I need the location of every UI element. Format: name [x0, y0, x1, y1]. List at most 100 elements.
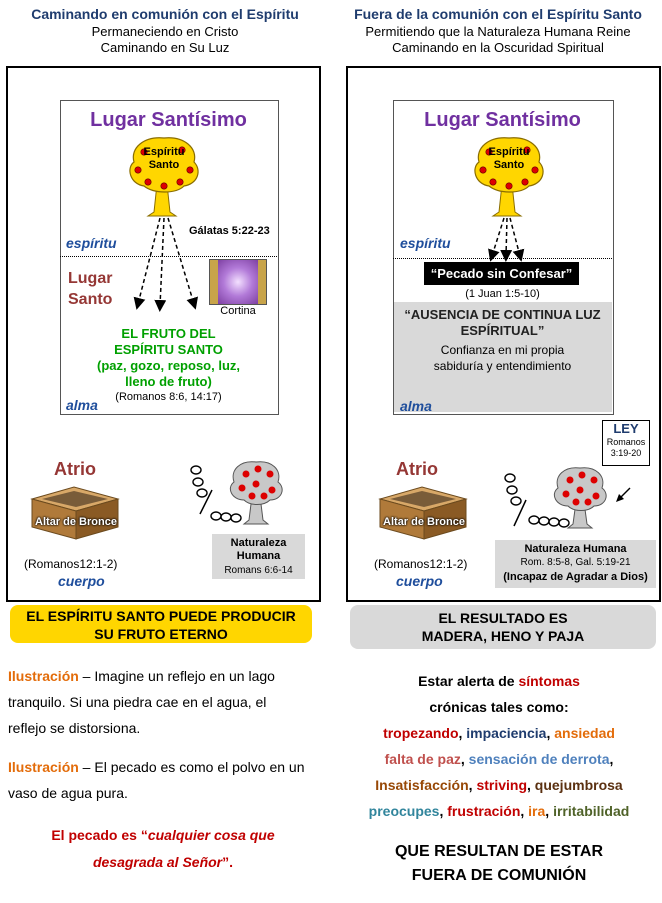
sin-definition: El pecado es “cualquier cosa que desagra… [0, 822, 326, 876]
left-header-line1: Permaneciendo en Cristo [91, 24, 239, 39]
right-espiritu-divider [393, 258, 612, 259]
absence-line1: “AUSENCIA DE CONTINUA LUZ [404, 307, 601, 322]
right-banner-line1: EL RESULTADO ES [438, 610, 568, 626]
symptom-irritabilidad: irritabilidad [553, 803, 630, 819]
left-romanos-fruit: (Romanos 8:6, 14:17) [115, 391, 222, 403]
curtain-image [209, 259, 267, 305]
right-juan-ref: (1 Juan 1:5-10) [465, 288, 540, 300]
final-statement: QUE RESULTAN DE ESTAR FUERA DE COMUNIÓN [336, 840, 662, 888]
symptom-falta-de-paz: falta de paz [384, 751, 461, 767]
left-nature-label-2: Humana [236, 550, 281, 562]
left-header-line2: Caminando en Su Luz [100, 40, 230, 55]
fruit-title-1: EL FRUTO DEL [121, 326, 216, 341]
left-cuerpo-label: cuerpo [58, 573, 105, 589]
symptom-impaciencia: impaciencia [466, 725, 547, 741]
left-holy-label-1: Lugar [68, 270, 113, 287]
fruit-list-2: lleno de fruto) [125, 374, 212, 389]
right-blocked-arrows [488, 217, 525, 262]
final-line1: QUE RESULTAN DE ESTAR [394, 843, 603, 860]
symptom-striving: striving [476, 777, 528, 793]
law-box: LEY Romanos 3:19-20 [602, 420, 650, 466]
illustration-reflection: Ilustración – Imagine un reflejo en un l… [8, 663, 308, 741]
left-romanos12: (Romanos12:1-2) [24, 557, 118, 571]
symptoms-block: Estar alerta de síntomas crónicas tales … [336, 668, 662, 824]
symptom-preocupes: preocupes [368, 803, 440, 819]
left-altar-icon [30, 486, 120, 540]
left-banner-line1: EL ESPÍRITU SANTO PUEDE PRODUCIR [26, 608, 296, 624]
right-header-line1: Permitiendo que la Naturaleza Humana Rei… [365, 24, 631, 39]
self-confidence: Confianza en mi propia sabiduría y enten… [393, 342, 612, 374]
right-result-banner: EL RESULTADO ES MADERA, HENO Y PAJA [350, 605, 656, 649]
law-ref-1: Romanos [606, 437, 646, 447]
right-romanos12: (Romanos12:1-2) [374, 557, 468, 571]
right-nature-ref: Rom. 8:5-8, Gal. 5:19-21 [520, 557, 631, 568]
absence-of-light: “AUSENCIA DE CONTINUA LUZ ESPÍRITUAL” [393, 307, 612, 339]
left-tree-label-2: Santo [148, 159, 180, 171]
left-tree-label-1: Espíritu [143, 146, 185, 158]
left-espiritu-label: espíritu [66, 235, 117, 251]
right-tree-label-2: Santo [493, 159, 525, 171]
right-altar-icon [378, 486, 468, 540]
left-atrio-label: Atrio [54, 459, 96, 479]
right-header-line2: Caminando en la Oscuridad Spiritual [392, 40, 604, 55]
symptom-frustracion: frustración [447, 803, 521, 819]
sin-line1-b: cualquier cosa que [147, 827, 275, 843]
symptom-tropezando: tropezando [383, 725, 459, 741]
right-nature-title: Naturaleza Humana [524, 543, 627, 555]
law-title: LEY [613, 421, 639, 436]
sin-line2-a: desagrada al Señor [92, 854, 223, 870]
unconfessed-sin-box: “Pecado sin Confesar” [424, 262, 579, 285]
left-altar-label: Altar de Bronce [35, 516, 117, 528]
left-nature-box [212, 534, 305, 579]
illustration-dust: Ilustración – El pecado es como el polvo… [8, 754, 308, 806]
right-darkness-area [394, 302, 612, 412]
left-result-banner: EL ESPÍRITU SANTO PUEDE PRODUCIR SU FRUT… [10, 605, 312, 643]
fruit-title-2: ESPÍRITU SANTO [114, 342, 223, 357]
alert-text: Estar alerta de [418, 673, 519, 689]
sin-line1-a: El pecado es “ [51, 827, 148, 843]
left-nature-tree-icon [190, 461, 283, 525]
right-nature-box [495, 540, 656, 588]
left-holiest-title: Lugar Santísimo [90, 109, 247, 131]
illustration-label-1: Ilustración [8, 668, 79, 684]
sin-line2-b: ”. [222, 854, 234, 870]
left-nature-label-1: Naturaleza [230, 537, 287, 549]
left-spirit-tree-icon [129, 137, 199, 217]
symptom-ansiedad: ansiedad [554, 725, 615, 741]
illustration-text-1: – Imagine un reflejo en un lago tranquil… [8, 668, 275, 736]
law-ref-2: 3:19-20 [610, 448, 642, 458]
symptom-quejumbrosa: quejumbrosa [534, 777, 623, 793]
alert-line2: crónicas tales como: [429, 699, 569, 715]
final-line2: FUERA DE COMUNIÓN [411, 867, 587, 884]
confidence-line1: Confianza en mi propia [440, 343, 565, 357]
right-espiritu-label: espíritu [400, 235, 451, 251]
right-cuerpo-label: cuerpo [396, 573, 443, 589]
alert-symptoms: síntomas [518, 673, 580, 689]
symptom-insatisfaccion: Insatisfacción [375, 777, 469, 793]
right-nature-note: (Incapaz de Agradar a Dios) [503, 571, 648, 583]
right-tree-label-1: Espíritu [488, 146, 530, 158]
absence-line2: ESPÍRITUAL” [460, 323, 545, 338]
symptom-derrota: sensación de derrota [468, 751, 610, 767]
illustration-label-2: Ilustración [8, 759, 79, 775]
right-altar-label: Altar de Bronce [383, 516, 465, 528]
left-holy-label-2: Santo [68, 291, 113, 308]
symptom-ira: ira [528, 803, 546, 819]
left-nature-ref: Romans 6:6-14 [224, 565, 293, 576]
confidence-line2: sabiduría y entendimiento [433, 359, 572, 373]
right-header-title: Fuera de la comunión con el Espíritu San… [354, 6, 642, 22]
right-spirit-tree-icon [474, 137, 544, 217]
left-banner-line2: SU FRUTO ETERNO [94, 626, 228, 642]
right-alma-label: alma [400, 398, 432, 414]
right-nature-tree-icon [504, 467, 631, 529]
right-holiest-title: Lugar Santísimo [424, 109, 581, 131]
fruit-list-1: (paz, gozo, reposo, luz, [97, 358, 240, 373]
left-espiritu-divider [60, 256, 277, 257]
left-fruit-arrows [133, 217, 199, 312]
right-atrio-label: Atrio [396, 459, 438, 479]
left-cortina-label: Cortina [220, 305, 256, 317]
left-alma-label: alma [66, 397, 98, 413]
left-header-title: Caminando en comunión con el Espíritu [31, 6, 299, 22]
illustration-text-2: – El pecado es como el polvo en un vaso … [8, 759, 305, 801]
right-banner-line2: MADERA, HENO Y PAJA [421, 628, 585, 644]
